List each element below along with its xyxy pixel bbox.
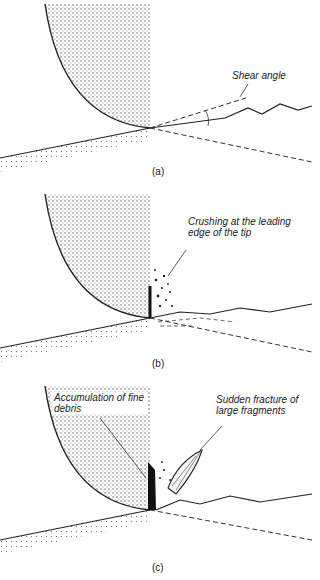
callout-label: Sudden fracture of large fragments — [214, 394, 316, 416]
angle-label: Shear angle — [230, 70, 288, 81]
panel-letter: (c) — [152, 562, 164, 573]
panel-letter: (a) — [152, 166, 164, 177]
panel-b — [0, 194, 312, 362]
callout-label: Accumulation of fine debris — [52, 392, 148, 414]
callout-label: Crushing at the leading edge of the tip — [186, 216, 310, 238]
panel-letter: (b) — [152, 358, 164, 369]
panel-a — [0, 4, 312, 172]
